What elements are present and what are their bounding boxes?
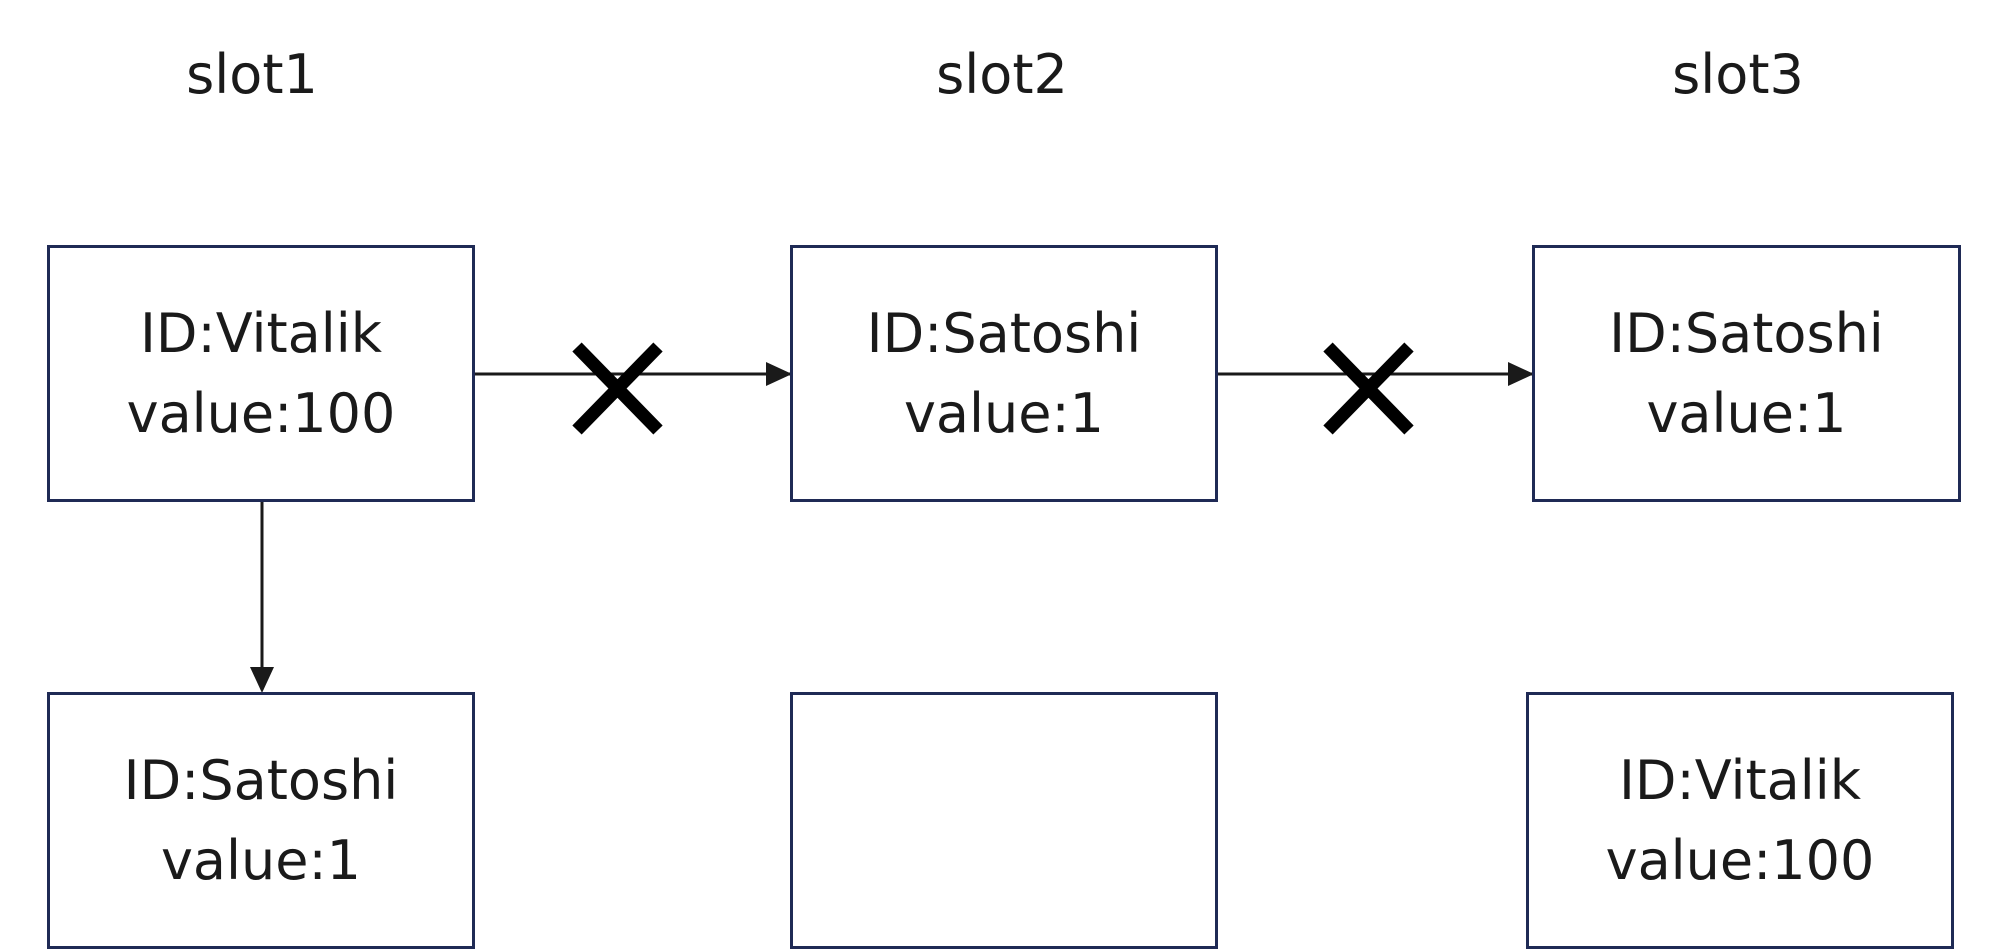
block-value: value:1: [160, 828, 362, 892]
block-slot1-bottom: ID:Satoshi value:1: [47, 692, 475, 949]
block-slot3-top: ID:Satoshi value:1: [1532, 245, 1961, 502]
block-id: ID:Satoshi: [1609, 301, 1884, 365]
block-id: ID:Vitalik: [1619, 748, 1861, 812]
arrow-slot1-down: [250, 502, 274, 693]
block-slot3-bottom: ID:Vitalik value:100: [1526, 692, 1954, 949]
block-value: value:100: [1605, 828, 1875, 892]
block-id: ID:Vitalik: [140, 301, 382, 365]
slot3-label: slot3: [1672, 43, 1804, 106]
block-id: ID:Satoshi: [123, 748, 399, 812]
block-value: value:1: [903, 381, 1105, 445]
block-id: ID:Satoshi: [866, 301, 1142, 365]
block-slot2-top: ID:Satoshi value:1: [790, 245, 1218, 502]
block-value: value:100: [126, 381, 396, 445]
cross-icon: [572, 342, 663, 435]
slot2-label: slot2: [936, 43, 1068, 106]
block-value: value:1: [1646, 381, 1847, 445]
cross-icon: [1323, 342, 1414, 435]
slot1-label: slot1: [186, 43, 318, 106]
block-slot2-bottom-empty: [790, 692, 1218, 949]
block-slot1-top: ID:Vitalik value:100: [47, 245, 475, 502]
